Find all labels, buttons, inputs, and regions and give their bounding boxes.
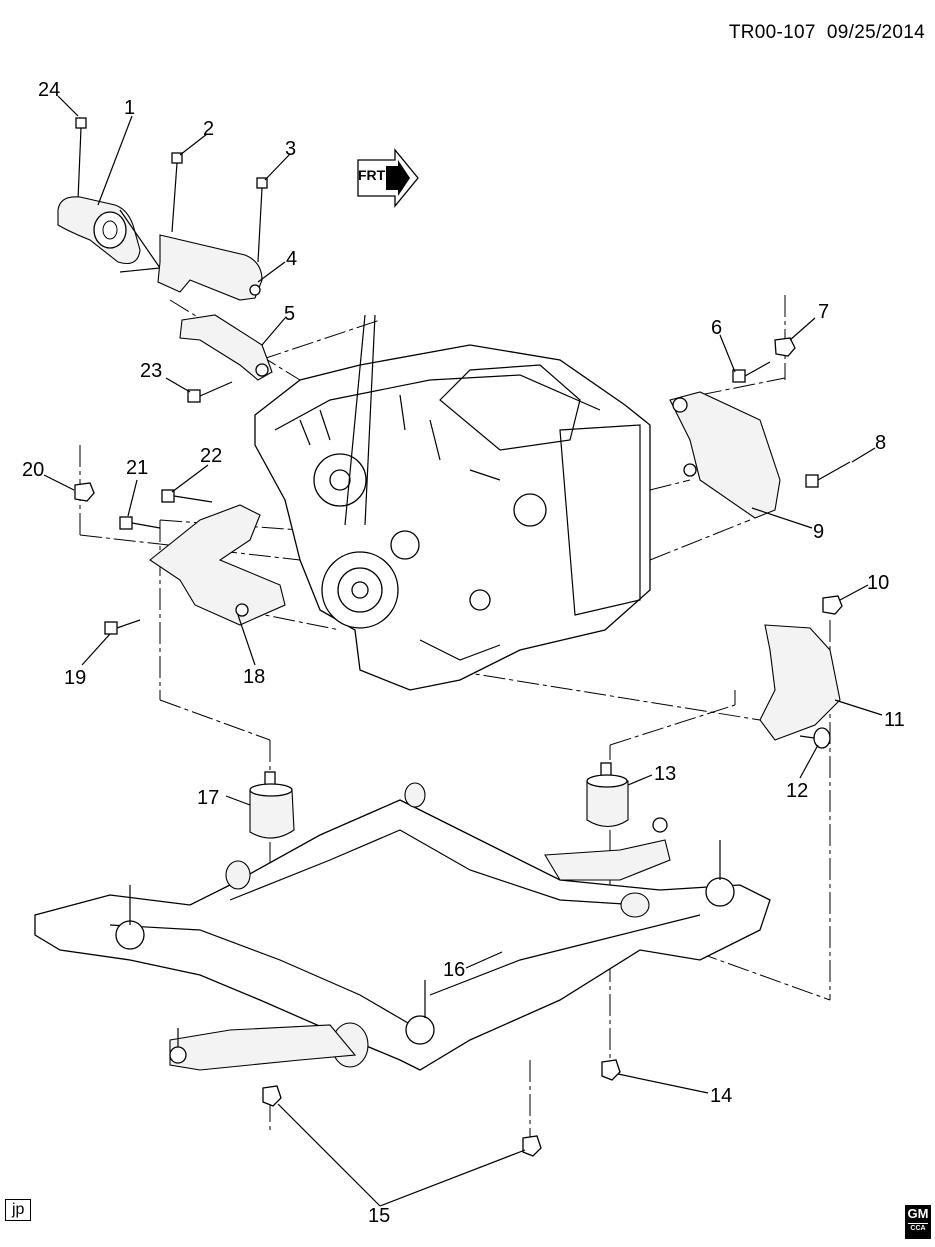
callout-3: 3 xyxy=(285,138,296,160)
part-12-bolt xyxy=(799,727,831,749)
callout-labels: 1 2 3 4 5 6 7 8 9 10 11 12 13 14 15 16 1… xyxy=(22,79,905,1227)
part-19-bolt xyxy=(104,619,141,635)
part-10-nut xyxy=(822,595,843,615)
part-3-bolt xyxy=(256,177,268,263)
callout-7: 7 xyxy=(818,301,829,323)
callout-6: 6 xyxy=(711,317,722,339)
front-arrow-icon: FRT xyxy=(357,148,419,208)
part-24-bolt xyxy=(75,117,87,201)
callout-14: 14 xyxy=(710,1085,732,1107)
gm-logo: GM CCA xyxy=(905,1205,931,1239)
document-header: TR00-107 09/25/2014 xyxy=(729,22,925,44)
part-1-upper-mount xyxy=(57,196,162,273)
callout-21: 21 xyxy=(126,457,148,479)
part-13-mount xyxy=(586,762,629,828)
callout-2: 2 xyxy=(203,118,214,140)
callout-16: 16 xyxy=(443,959,465,981)
engine-assembly xyxy=(254,314,651,691)
callout-12: 12 xyxy=(786,780,808,802)
front-arrow-label: FRT xyxy=(358,167,386,183)
callout-9: 9 xyxy=(813,521,824,543)
callout-8: 8 xyxy=(875,432,886,454)
part-5-bracket xyxy=(179,314,273,381)
part-20-nut xyxy=(74,482,95,502)
illustrator-tag: jp xyxy=(5,1199,32,1221)
callout-18: 18 xyxy=(243,666,265,688)
doc-date: 09/25/2014 xyxy=(826,22,925,43)
callout-19: 19 xyxy=(64,667,86,689)
callout-23: 23 xyxy=(140,360,162,382)
doc-id: TR00-107 xyxy=(728,22,816,43)
part-15-nut-right xyxy=(522,1135,542,1157)
callout-17: 17 xyxy=(197,787,219,809)
callout-5: 5 xyxy=(284,303,295,325)
callout-13: 13 xyxy=(654,763,676,785)
callout-20: 20 xyxy=(22,459,44,481)
leader-lines xyxy=(43,95,883,1207)
callout-1: 1 xyxy=(124,97,135,119)
part-8-bolt xyxy=(805,461,851,488)
front-cradle xyxy=(34,782,771,1071)
part-17-mount xyxy=(249,771,295,839)
part-4-bracket xyxy=(157,234,263,301)
part-23-bolt xyxy=(187,381,233,403)
part-14-nut xyxy=(601,1059,621,1081)
part-6-bolt xyxy=(732,361,771,383)
callout-15: 15 xyxy=(368,1205,390,1227)
part-22-bolt xyxy=(161,489,213,503)
callout-24: 24 xyxy=(38,79,60,101)
callout-22: 22 xyxy=(200,445,222,467)
part-21-bolt xyxy=(119,516,161,530)
part-15-nut-left xyxy=(262,1085,282,1107)
gm-logo-sub: CCA xyxy=(908,1223,928,1233)
part-18-bracket xyxy=(149,504,286,626)
part-11-bracket xyxy=(759,624,841,741)
gm-logo-text: GM xyxy=(907,1206,929,1221)
part-2-bolt xyxy=(171,152,183,233)
callout-4: 4 xyxy=(286,248,297,270)
part-7-nut xyxy=(774,337,796,357)
callout-11: 11 xyxy=(884,709,905,731)
part-9-bracket xyxy=(669,391,781,519)
callout-10: 10 xyxy=(867,572,889,594)
